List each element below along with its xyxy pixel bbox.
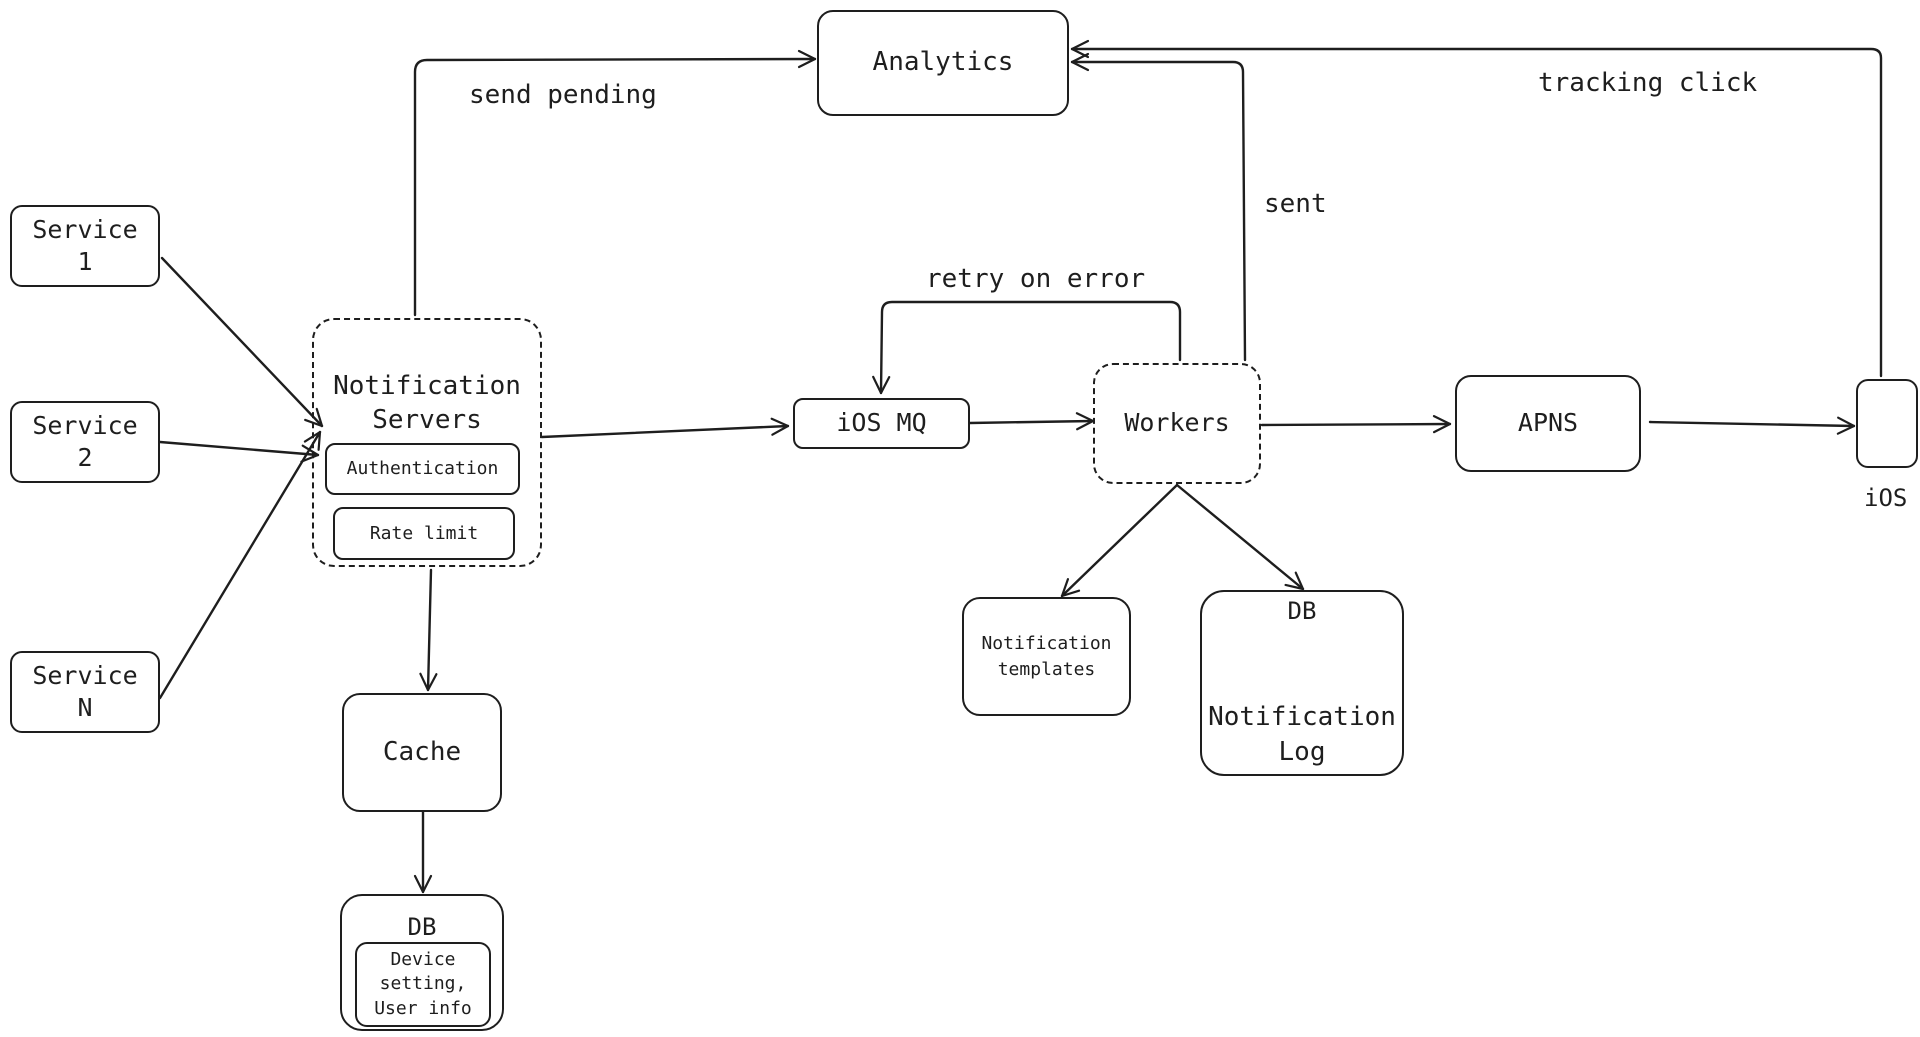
device-setting-box: Device setting, User info — [355, 942, 491, 1027]
arrow-workers-to-dblog — [1175, 483, 1305, 591]
arrow-retry-loop — [872, 300, 1182, 395]
cache-node: Cache — [342, 693, 502, 812]
arrow-servers-to-analytics — [413, 49, 817, 317]
ios-mq-node: iOS MQ — [793, 398, 970, 449]
notification-servers-group — [312, 318, 542, 567]
ios-device-label: iOS — [1864, 484, 1908, 512]
edge-label-tracking-click: tracking click — [1538, 68, 1758, 98]
notification-templates-node: Notification templates — [962, 597, 1131, 716]
authentication-box: Authentication — [325, 443, 520, 495]
apns-label: APNS — [1517, 408, 1579, 438]
arrow-ios-to-analytics — [1070, 39, 1883, 378]
arrow-servers-to-cache — [419, 568, 438, 692]
notification-log-label: Notification Log — [1208, 702, 1396, 768]
db-user-info-title: DB — [407, 913, 437, 941]
authentication-label: Authentication — [346, 458, 499, 480]
service-n-label: Service N — [32, 660, 138, 723]
arrow-iosmq-to-workers — [968, 412, 1095, 431]
arrow-apns-to-ios — [1648, 416, 1856, 435]
arrow-workers-to-apns — [1260, 414, 1452, 434]
service-1-label: Service 1 — [32, 214, 138, 277]
service-2-label: Service 2 — [32, 410, 138, 473]
arrow-servers-to-iosmq — [540, 417, 790, 439]
edge-label-send-pending: send pending — [469, 80, 657, 110]
edge-label-retry-on-error: retry on error — [926, 264, 1146, 294]
workers-node: Workers — [1093, 363, 1261, 484]
device-setting-label: Device setting, User info — [374, 949, 472, 1019]
arrow-servicen-to-servers — [158, 430, 322, 700]
rate-limit-label: Rate limit — [369, 522, 479, 544]
notification-templates-label: Notification templates — [981, 633, 1112, 680]
db-notification-log-node — [1200, 590, 1404, 776]
apns-node: APNS — [1455, 375, 1641, 472]
arrow-service1-to-servers — [160, 256, 324, 428]
arrow-workers-to-analytics — [1070, 52, 1247, 362]
analytics-label: Analytics — [872, 47, 1014, 78]
service-2-node: Service 2 — [10, 401, 160, 483]
service-1-node: Service 1 — [10, 205, 160, 287]
arrow-service2-to-servers — [158, 440, 320, 463]
notification-servers-label: Notification Servers — [333, 371, 521, 435]
rate-limit-box: Rate limit — [333, 507, 515, 560]
ios-device-node — [1856, 379, 1918, 468]
edge-label-sent: sent — [1264, 189, 1327, 219]
analytics-node: Analytics — [817, 10, 1069, 116]
service-n-node: Service N — [10, 651, 160, 733]
workers-label: Workers — [1124, 408, 1230, 438]
arrow-workers-to-templates — [1060, 483, 1179, 598]
ios-mq-label: iOS MQ — [836, 408, 927, 438]
cache-label: Cache — [382, 736, 462, 767]
db-notification-log-title: DB — [1287, 597, 1317, 625]
